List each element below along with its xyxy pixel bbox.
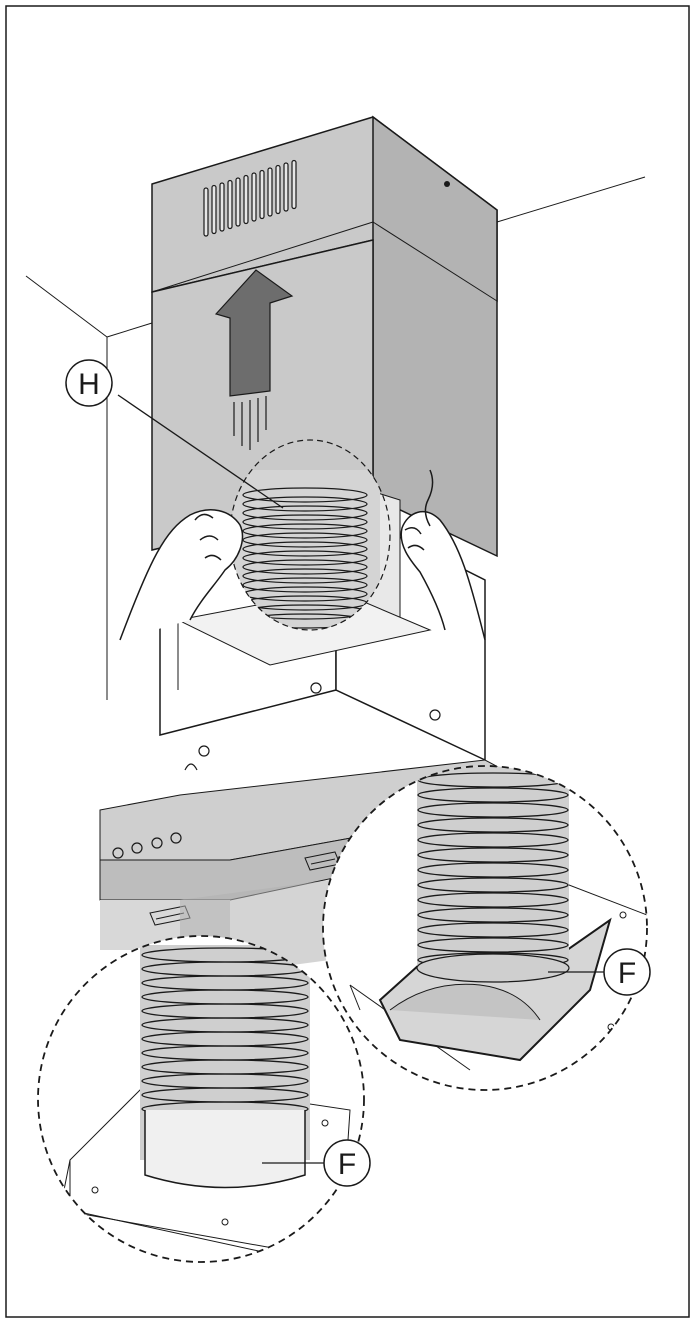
duct-rib [242,496,368,512]
duct-rib [417,892,569,908]
vent-slot [291,159,297,210]
vent-slot [267,167,273,217]
duct-rib [242,523,368,539]
duct-rib [417,862,569,878]
vent-slot [275,164,281,215]
vent-slot [203,187,209,237]
callout-f-left-label: F [338,1148,356,1181]
airflow-arrow [214,269,294,450]
callout-h: H [65,359,113,407]
vent-slot [243,174,249,225]
detail-left [37,935,365,1263]
duct-rib [417,847,569,863]
detail-right [322,765,648,1091]
duct-rib [417,937,569,953]
duct-rib [242,541,368,557]
duct-rib [417,817,569,833]
vent-slots [203,159,297,237]
duct-rib [242,559,368,575]
vent-slot [283,162,289,212]
vent-slot [235,177,241,227]
duct-rib [417,907,569,923]
vent-slot [219,182,225,232]
vent-slot [251,172,257,222]
duct-rib [242,568,368,584]
vent-slot [227,179,233,230]
callout-f-right: F [603,948,651,996]
hands [119,469,486,641]
callout-f-left: F [323,1139,371,1187]
duct-rib [242,577,368,593]
duct-rib [417,787,569,803]
duct-rib [242,505,368,521]
duct-rib [242,487,368,503]
vent-slot [211,184,217,235]
duct-rib [417,802,569,818]
callout-f-right-label: F [618,957,636,990]
chimney-cover [151,115,498,558]
callout-h-label: H [78,368,100,401]
duct-rib [417,832,569,848]
leader-lines [117,394,604,1164]
duct-rib [417,922,569,938]
duct-rib [242,514,368,530]
vent-slot [259,169,265,220]
duct-rib [417,877,569,893]
duct-rib [242,550,368,566]
